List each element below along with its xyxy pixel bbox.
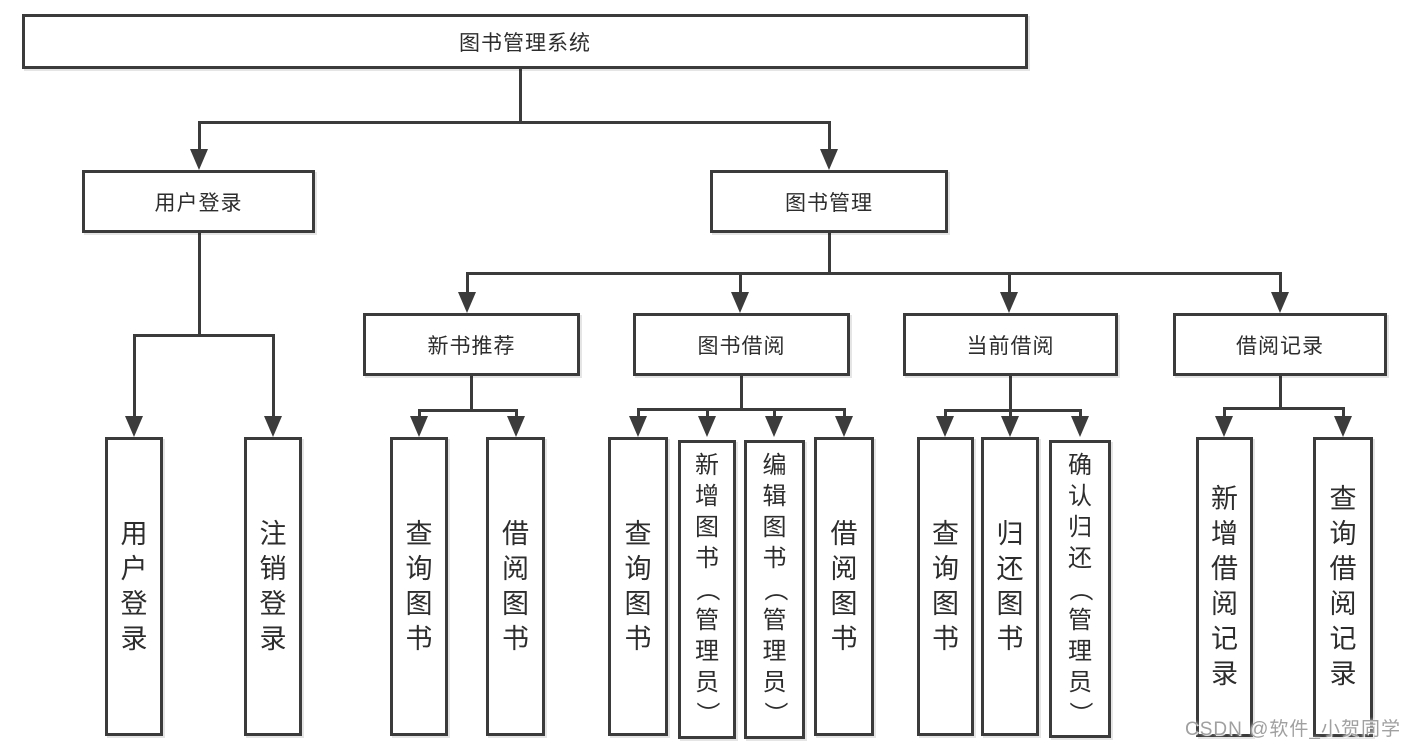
node-book-borrowing: 图书借阅: [633, 313, 850, 376]
leaf-borrowing-query-book: 查询图书: [608, 437, 668, 736]
connector-drop: [417, 408, 421, 418]
arrow-down-icon: [264, 416, 282, 437]
connector-current-stem: [1008, 376, 1012, 410]
connector-drop: [1222, 406, 1226, 418]
node-user-login: 用户登录: [82, 170, 315, 233]
node-root-system: 图书管理系统: [22, 14, 1028, 69]
connector-drop: [1008, 408, 1012, 418]
arrow-down-icon: [936, 416, 954, 437]
connector-book-mgmt-drop: [827, 120, 831, 151]
connector-drop: [514, 408, 518, 418]
connector-recommend-stem: [469, 376, 473, 410]
connector-user-login-stem: [197, 233, 201, 335]
arrow-down-icon: [1071, 416, 1089, 437]
connector-drop: [1341, 406, 1345, 418]
connector-root-stem: [518, 69, 522, 122]
leaf-borrowing-borrow-book: 借阅图书: [814, 437, 874, 736]
leaf-current-query-book: 查询图书: [917, 437, 974, 736]
node-book-management: 图书管理: [710, 170, 948, 233]
arrow-down-icon: [1271, 292, 1289, 313]
node-current-borrowing: 当前借阅: [903, 313, 1118, 376]
leaf-recommend-query-book: 查询图书: [390, 437, 448, 736]
arrow-down-icon: [190, 149, 208, 170]
arrow-down-icon: [1215, 416, 1233, 437]
leaf-current-return-book: 归还图书: [981, 437, 1039, 736]
connector-drop: [636, 407, 640, 418]
connector-drop: [465, 271, 469, 294]
connector-book-mgmt-stem: [827, 233, 831, 273]
leaf-borrowing-edit-book-admin: 编辑图书（管理员）: [744, 440, 805, 739]
arrow-down-icon: [458, 292, 476, 313]
arrow-down-icon: [820, 149, 838, 170]
connector-user-login-rail: [132, 333, 275, 337]
connector-drop: [1078, 408, 1082, 418]
connector-recommend-rail: [417, 408, 518, 412]
connector-borrowing-rail: [636, 407, 846, 411]
leaf-current-confirm-return-admin: 确认归还（管理员）: [1049, 440, 1111, 738]
leaf-records-query-record: 查询借阅记录: [1313, 437, 1373, 737]
arrow-down-icon: [765, 416, 783, 437]
connector-drop: [842, 407, 846, 418]
connector-drop: [705, 407, 709, 418]
leaf-user-login: 用户登录: [105, 437, 163, 736]
connector-records-rail: [1222, 406, 1345, 410]
leaf-records-add-record: 新增借阅记录: [1196, 437, 1253, 737]
arrow-down-icon: [835, 416, 853, 437]
arrow-down-icon: [410, 416, 428, 437]
arrow-down-icon: [125, 416, 143, 437]
connector-drop: [1278, 271, 1282, 294]
node-new-book-recommend: 新书推荐: [363, 313, 580, 376]
connector-records-stem: [1278, 376, 1282, 408]
arrow-down-icon: [731, 292, 749, 313]
connector-borrowing-stem: [739, 376, 743, 409]
connector-level2-rail: [465, 271, 1282, 275]
connector-user-login-drop: [197, 120, 201, 151]
connector-current-rail: [943, 408, 1082, 412]
arrow-down-icon: [1001, 416, 1019, 437]
connector-drop: [1007, 271, 1011, 294]
connector-drop: [132, 333, 136, 417]
node-borrowing-records: 借阅记录: [1173, 313, 1387, 376]
arrow-down-icon: [1334, 416, 1352, 437]
leaf-recommend-borrow-book: 借阅图书: [486, 437, 545, 736]
leaf-logout: 注销登录: [244, 437, 302, 736]
connector-drop: [772, 407, 776, 418]
arrow-down-icon: [698, 416, 716, 437]
connector-level1-rail: [197, 120, 830, 124]
leaf-borrowing-add-book-admin: 新增图书（管理员）: [678, 440, 736, 739]
connector-drop: [738, 271, 742, 294]
connector-drop: [271, 333, 275, 417]
connector-drop: [943, 408, 947, 418]
arrow-down-icon: [629, 416, 647, 437]
arrow-down-icon: [1000, 292, 1018, 313]
arrow-down-icon: [507, 416, 525, 437]
csdn-watermark: CSDN @软件_小贺同学: [1185, 719, 1401, 740]
